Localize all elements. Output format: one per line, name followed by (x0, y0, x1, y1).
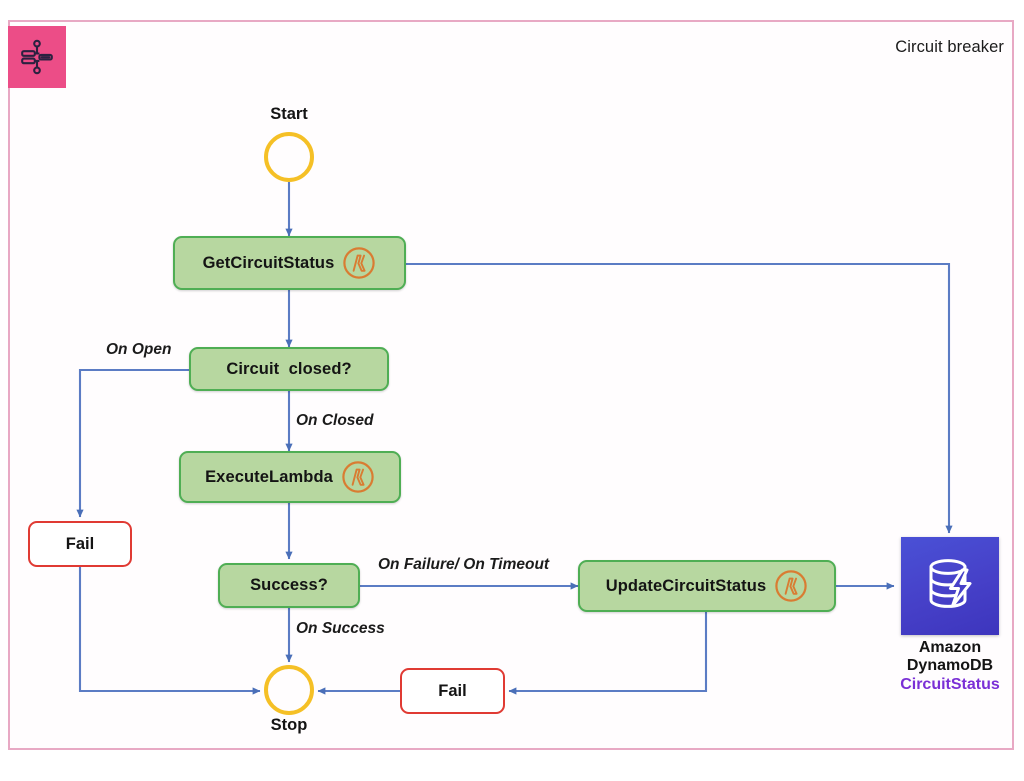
state-label: GetCircuitStatus (202, 253, 335, 272)
state-label: Fail (65, 534, 95, 553)
state-label: Success? (250, 576, 328, 594)
edge-label-on-open: On Open (106, 341, 172, 358)
state-executelambda[interactable]: ExecuteLambda (179, 451, 401, 503)
state-success[interactable]: Success? (218, 563, 360, 608)
state-label: Circuit closed? (226, 359, 352, 378)
resource-amazon-dynamodb[interactable]: Amazon DynamoDB CircuitStatus (898, 537, 1002, 694)
diagram-title: Circuit breaker (895, 38, 1004, 56)
edge-label-on-closed: On Closed (296, 412, 374, 429)
resource-table-name: CircuitStatus (900, 675, 1000, 693)
workflow-icon (8, 26, 66, 88)
state-fail-right[interactable]: Fail (400, 668, 505, 714)
aws-lambda-icon (342, 246, 376, 280)
resource-name-line2: DynamoDB (906, 656, 994, 674)
start-label: Start (270, 105, 308, 123)
edge-label-on-failure-on-timeout: On Failure/ On Timeout (378, 556, 550, 573)
state-label: UpdateCircuitStatus (605, 576, 767, 595)
state-circuit-closed[interactable]: Circuit closed? (189, 347, 389, 391)
aws-lambda-icon (774, 569, 808, 603)
state-label: Fail (438, 681, 467, 700)
edge-label-on-success: On Success (296, 620, 385, 637)
resource-name-line1: Amazon (918, 639, 982, 656)
start-state[interactable] (264, 132, 314, 182)
diagram-frame (8, 20, 1014, 750)
amazon-dynamodb-icon (901, 537, 999, 635)
resource-name: Amazon DynamoDB (898, 639, 1002, 675)
state-getcircuitstatus[interactable]: GetCircuitStatus (173, 236, 406, 290)
aws-lambda-icon (341, 460, 375, 494)
end-state[interactable] (264, 665, 314, 715)
stop-label: Stop (270, 716, 308, 734)
state-fail-left[interactable]: Fail (28, 521, 132, 567)
state-updatecircuitstatus[interactable]: UpdateCircuitStatus (578, 560, 836, 612)
state-label: ExecuteLambda (205, 467, 333, 486)
